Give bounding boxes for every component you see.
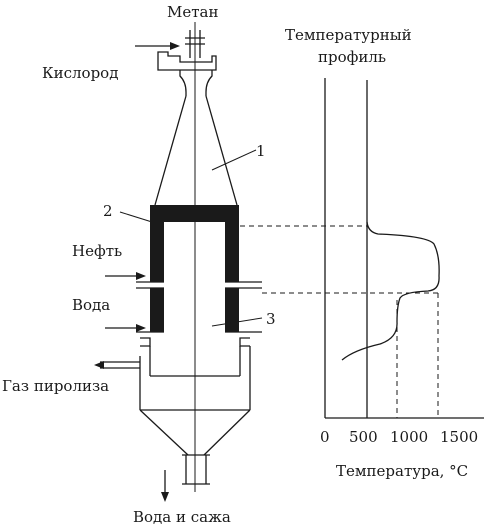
water-soot-label: Вода и сажа [133,508,231,526]
callout-1: 1 [256,142,266,160]
callout-1-leader [211,149,257,171]
tick-500: 500 [349,428,378,446]
tick-1500: 1500 [440,428,478,446]
profile-title-line1: Температурный [285,26,412,44]
reactor-lid [150,205,239,222]
right-wall-lower [225,288,239,332]
water-inlet-arrow [105,324,146,332]
temperature-profile [324,78,484,419]
oxygen-inlet-arrow [135,42,180,50]
callout-2: 2 [103,202,113,220]
burner-head [157,51,217,96]
left-wall-upper [150,222,164,282]
pyrolysis-gas-label: Газ пиролиза [2,377,109,395]
water-label: Вода [72,296,110,314]
oil-label: Нефть [72,242,122,260]
profile-curve [341,221,440,361]
mixer-cone [154,95,238,206]
tick-0: 0 [320,428,330,446]
right-wall-upper [225,222,239,282]
callout-2-leader [119,211,153,223]
tick-1000: 1000 [390,428,428,446]
water-soot-outlet-arrow [161,470,169,502]
left-wall-lower [150,288,164,332]
soot-hopper [139,346,251,485]
oil-inlet-arrow [105,272,146,280]
callout-3: 3 [266,310,276,328]
axis-title: Температура, °C [336,462,468,480]
pyrolysis-gas-outlet-arrow [94,356,141,376]
reactor-apparatus [94,22,263,502]
quench-section [136,331,262,377]
oxygen-label: Кислород [42,64,118,82]
profile-title-line2: профиль [318,48,386,66]
callout-3-leader [211,317,263,327]
methane-label: Метан [167,3,218,21]
